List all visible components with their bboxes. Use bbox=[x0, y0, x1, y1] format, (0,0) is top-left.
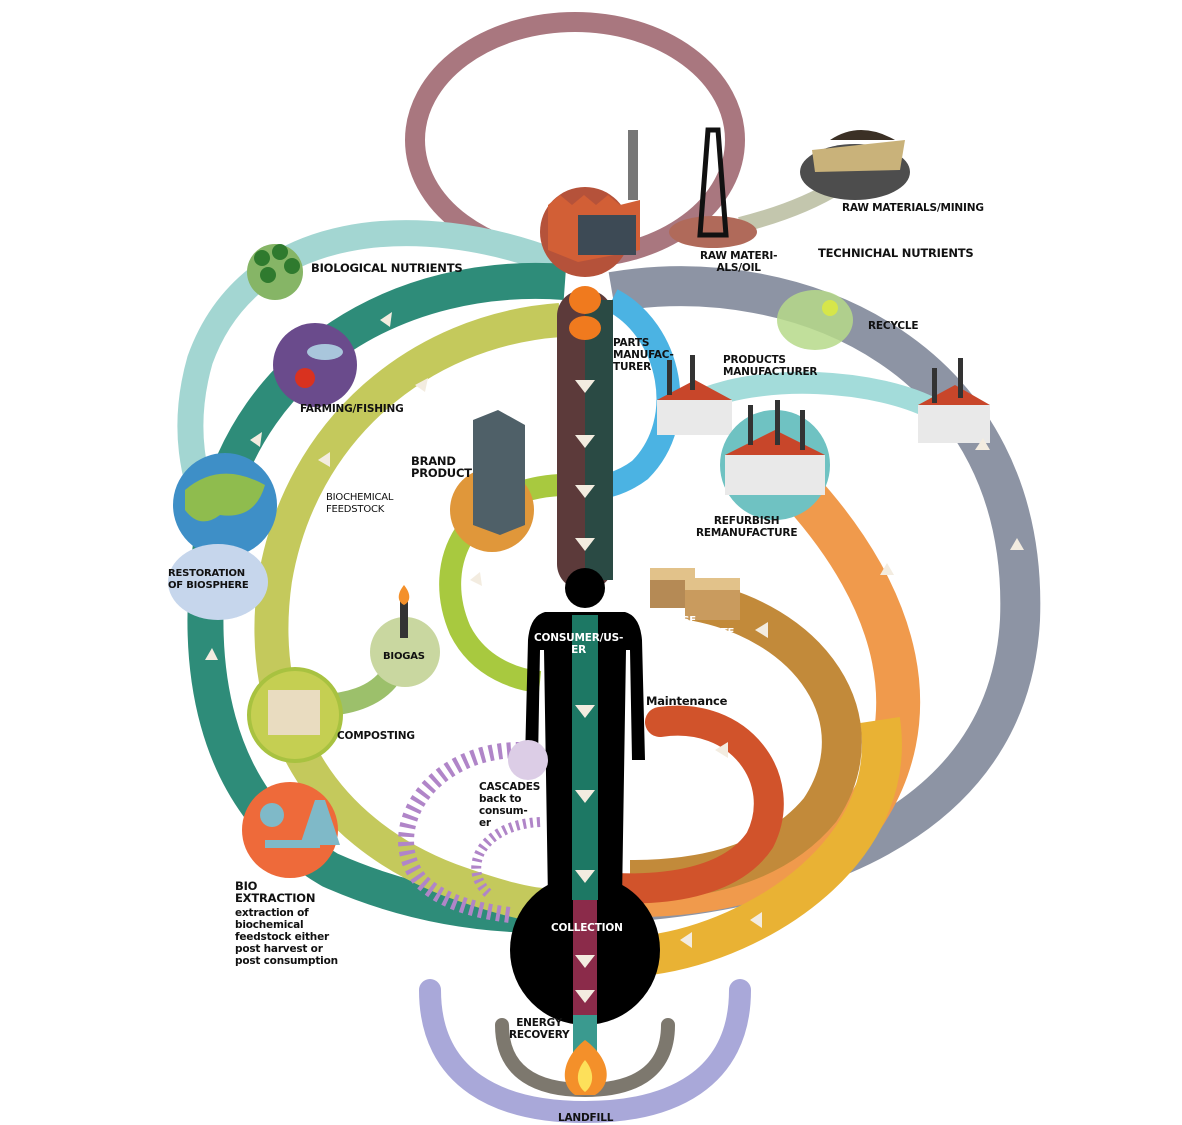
refurbish-factory-icon bbox=[725, 400, 825, 495]
flow-arrows bbox=[205, 312, 1024, 1003]
arrow-icon bbox=[470, 572, 482, 586]
label-energy-recovery: ENERGY RECOVERY bbox=[509, 1017, 570, 1041]
arrow-icon bbox=[755, 622, 768, 638]
arrow-icon bbox=[715, 742, 728, 758]
label-restoration: RESTORATION OF BIOSPHERE bbox=[168, 568, 249, 591]
label-bio-extraction-description: extraction of biochemical feedstock eith… bbox=[235, 907, 338, 967]
orange-valve-icon bbox=[569, 286, 601, 314]
trees-icon bbox=[254, 244, 300, 283]
label-biochemical-feedstock: BIOCHEMICAL FEEDSTOCK bbox=[326, 492, 394, 515]
maintenance-flow bbox=[600, 705, 784, 904]
label-refurbish: REFURBISH REMANUFACTURE bbox=[696, 515, 798, 539]
label-technical-nutrients: TECHNICHAL NUTRIENTS bbox=[818, 246, 974, 260]
label-landfill: LANDFILL bbox=[558, 1112, 614, 1124]
restoration-circle bbox=[168, 544, 268, 620]
cascades-flow-inner bbox=[471, 817, 541, 899]
label-maintenance: Maintenance bbox=[646, 694, 728, 708]
arrow-icon bbox=[975, 438, 990, 450]
biogas-circle bbox=[370, 617, 440, 687]
biochemical-feedstock-flow bbox=[254, 303, 562, 922]
label-consumer: CONSUMER/US- ER bbox=[534, 632, 624, 656]
skyscraper-icon bbox=[473, 410, 525, 535]
arrow-icon bbox=[1010, 538, 1024, 550]
compost-bin-icon bbox=[268, 690, 320, 735]
label-brand-product: BRAND PRODUCT bbox=[411, 454, 472, 480]
dump-truck-icon bbox=[812, 140, 905, 172]
gold-flow bbox=[647, 716, 902, 975]
label-products-manufacturer: PRODUCTS MANUFACTURER bbox=[723, 354, 818, 378]
label-cascades: CASCADES back to consum- er bbox=[479, 781, 541, 829]
recycle-factory-icon bbox=[918, 358, 990, 443]
arrow-icon bbox=[750, 912, 762, 928]
oil-rig-icon bbox=[697, 127, 729, 238]
label-composting: COMPOSTING bbox=[337, 730, 415, 742]
arrow-icon bbox=[250, 432, 262, 447]
label-biological-nutrients: BIOLOGICAL NUTRIENTS bbox=[311, 261, 463, 275]
label-recycle: RECYCLE bbox=[868, 320, 919, 332]
arrow-icon bbox=[380, 312, 392, 327]
label-bio-extraction: BIO EXTRACTION bbox=[235, 879, 316, 905]
label-parts-manufacturer: PARTS MANUFAC- TURER bbox=[613, 337, 674, 373]
arrow-icon bbox=[575, 990, 595, 1003]
arrow-icon bbox=[575, 380, 595, 393]
arrow-icon bbox=[575, 790, 595, 803]
arrow-icon bbox=[205, 648, 218, 660]
arrow-icon bbox=[575, 435, 595, 448]
lab-flask-icon bbox=[260, 800, 340, 848]
label-rehuse: REHUSE REDESTRIBUTE bbox=[652, 615, 735, 638]
arrow-icon bbox=[680, 932, 692, 948]
biological-nutrients-flow bbox=[177, 220, 560, 525]
raw-oil-ellipse bbox=[669, 216, 757, 248]
smokestack-icon bbox=[628, 130, 638, 200]
recycle-icon bbox=[777, 290, 853, 350]
arrow-icon bbox=[575, 705, 595, 718]
arrow-icon bbox=[318, 452, 330, 467]
label-raw-materials-mining: RAW MATERIALS/MINING bbox=[842, 202, 984, 214]
arrow-icon bbox=[415, 378, 428, 392]
apple-icon bbox=[295, 368, 315, 388]
biogas-burner-icon bbox=[400, 598, 408, 638]
consumer-stripe bbox=[572, 615, 598, 900]
arrow-icon bbox=[575, 955, 595, 968]
arrow-icon bbox=[575, 538, 595, 551]
cascades-circle bbox=[508, 740, 548, 780]
label-collection: COLLECTION bbox=[551, 922, 623, 934]
arrow-icon bbox=[880, 563, 894, 575]
cascades-flow-outer bbox=[398, 742, 521, 923]
farming-fishing-circle bbox=[273, 323, 357, 407]
dark-teal-flow bbox=[187, 263, 567, 933]
label-farming-fishing: FARMING/FISHING bbox=[300, 403, 404, 415]
landfill-arc bbox=[419, 979, 751, 1124]
arrow-icon bbox=[575, 870, 595, 883]
boxes-icon bbox=[650, 568, 740, 620]
arrow-icon bbox=[575, 485, 595, 498]
label-biogas: BIOGAS bbox=[383, 651, 425, 662]
parts-factory-icon bbox=[657, 355, 732, 435]
fish-icon bbox=[307, 344, 343, 360]
label-raw-materials-oil: RAW MATERI- ALS/OIL bbox=[700, 250, 778, 274]
